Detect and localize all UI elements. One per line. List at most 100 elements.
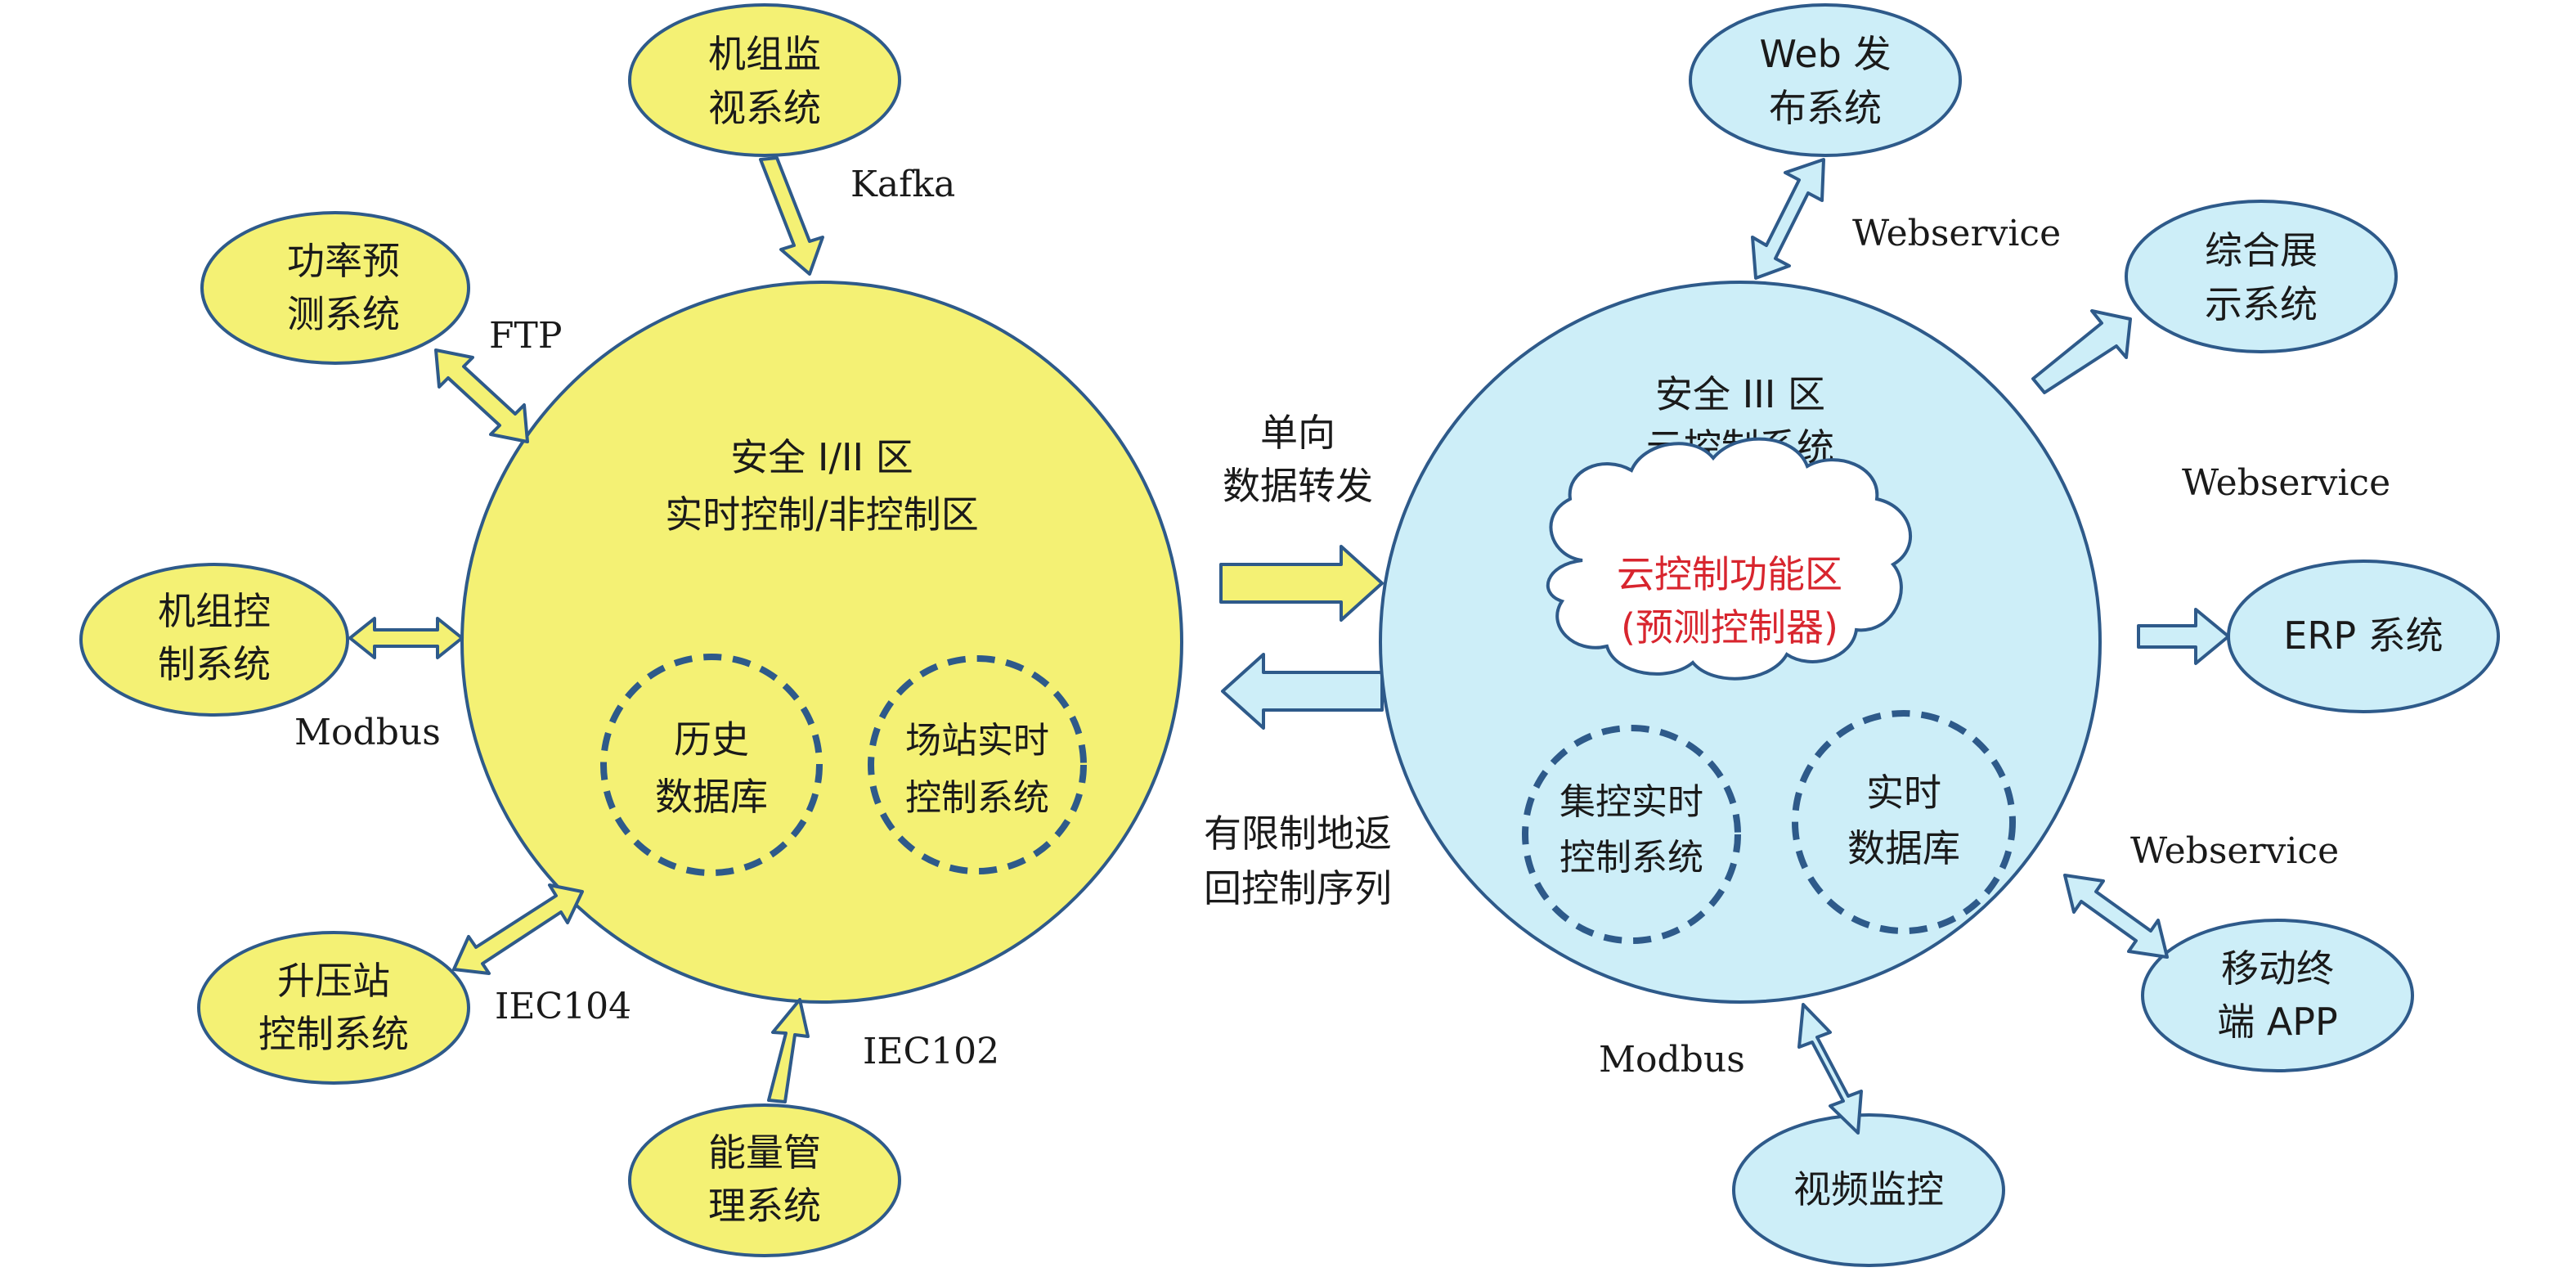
- node-mobile-app-label-1: 移动终: [2221, 946, 2334, 991]
- cloud-control-zone: 云控制功能区 (预测控制器): [1546, 437, 1913, 681]
- node-web-publish-label-1: Web 发: [1760, 32, 1892, 76]
- central-realtime-control-label-1: 集控实时: [1560, 781, 1703, 823]
- arrow-integrated-display: [2031, 309, 2132, 394]
- history-database-label-1: 历史: [674, 717, 749, 762]
- zone-safety-1-2: 安全 I/II 区 实时控制/非控制区 历史 数据库 场站实时 控制系统: [460, 281, 1183, 1004]
- node-integrated-display-ellipse: [2125, 200, 2398, 353]
- arrow-modbus-left: [348, 617, 464, 659]
- node-mobile-app-ellipse: [2141, 919, 2414, 1072]
- node-booster-station: 升压站 控制系统: [197, 931, 470, 1085]
- arrow-mobile-app-shape: [2063, 874, 2169, 959]
- node-integrated-display-label-2: 示系统: [2205, 282, 2318, 326]
- arrow-forward: [1219, 545, 1384, 622]
- node-video-monitor: 视频监控: [1732, 1113, 2005, 1267]
- node-unit-monitor-label-2: 视系统: [708, 86, 821, 130]
- node-mobile-app-label-2: 端 APP: [2217, 1000, 2338, 1044]
- zone-safety-3: 安全 III 区 云控制系统 云控制功能区 (预测控制器) 集控实时 控制系统 …: [1379, 281, 2102, 1004]
- zone-safety-1-2-subtitle: 实时控制/非控制区: [665, 492, 979, 537]
- node-energy-mgmt-label-2: 理系统: [708, 1184, 821, 1228]
- arrow-ftp-shape: [434, 348, 529, 443]
- arrow-iec102-shape: [767, 998, 810, 1103]
- arrow-kafka-shape: [759, 156, 824, 276]
- history-database: 历史 数据库: [600, 654, 823, 876]
- arrow-video-monitor: [1797, 1003, 1863, 1135]
- node-unit-monitor-ellipse: [628, 3, 901, 157]
- node-erp: ERP 系统: [2227, 560, 2500, 713]
- node-mobile-app: 移动终 端 APP: [2141, 919, 2414, 1072]
- arrow-iec102: [767, 998, 810, 1103]
- node-video-monitor-label: 视频监控: [1793, 1167, 1944, 1211]
- return-label-2: 回控制序列: [1204, 866, 1392, 910]
- history-database-label-2: 数据库: [655, 775, 768, 819]
- arrow-return-shape: [1221, 653, 1384, 730]
- station-realtime-control-label-2: 控制系统: [905, 777, 1049, 819]
- node-booster-station-label-1: 升压站: [277, 959, 390, 1003]
- zone-safety-1-2-circle: [460, 281, 1183, 1004]
- node-erp-label: ERP 系统: [2283, 614, 2443, 658]
- realtime-database: 实时 数据库: [1792, 710, 2016, 934]
- node-unit-monitor-label-1: 机组监: [708, 32, 821, 76]
- arrow-return: [1221, 653, 1384, 730]
- node-integrated-display: 综合展 示系统: [2125, 200, 2398, 353]
- zone-safety-3-title: 安全 III 区: [1655, 372, 1825, 416]
- arrow-modbus-left-shape: [348, 617, 464, 659]
- node-integrated-display-label-1: 综合展: [2205, 228, 2318, 272]
- arrow-video-monitor-shape: [1797, 1003, 1863, 1135]
- node-unit-control-ellipse: [79, 563, 349, 717]
- arrow-kafka: [759, 156, 824, 276]
- node-unit-control-label-1: 机组控: [158, 589, 271, 633]
- node-power-forecast-label-2: 测系统: [287, 292, 400, 336]
- realtime-database-label-2: 数据库: [1847, 826, 1960, 870]
- central-realtime-control: 集控实时 控制系统: [1522, 725, 1741, 944]
- station-realtime-control-circle: [868, 655, 1087, 874]
- node-unit-control: 机组控 制系统: [79, 563, 349, 717]
- history-database-circle: [600, 654, 823, 876]
- central-realtime-control-circle: [1522, 725, 1741, 944]
- arrow-ftp: [434, 348, 529, 443]
- node-energy-mgmt-ellipse: [628, 1103, 901, 1257]
- forward-label-1: 单向: [1260, 411, 1335, 455]
- protocol-webservice-mid: Webservice: [2182, 462, 2390, 504]
- arrow-erp-shape: [2137, 608, 2230, 665]
- node-booster-station-label-2: 控制系统: [258, 1012, 409, 1056]
- forward-label-2: 数据转发: [1223, 464, 1373, 508]
- protocol-kafka: Kafka: [850, 164, 955, 205]
- node-energy-mgmt-label-1: 能量管: [708, 1130, 821, 1175]
- realtime-database-label-1: 实时: [1866, 771, 1941, 815]
- node-energy-mgmt: 能量管 理系统: [628, 1103, 901, 1257]
- node-web-publish: Web 发 布系统: [1689, 3, 1962, 157]
- cloud-shape: [1546, 437, 1913, 681]
- central-realtime-control-label-2: 控制系统: [1560, 837, 1703, 879]
- arrow-web-publish: [1751, 158, 1825, 280]
- arrow-iec104-shape: [452, 883, 584, 975]
- station-realtime-control: 场站实时 控制系统: [868, 655, 1087, 874]
- arrow-web-publish-shape: [1751, 158, 1825, 280]
- protocol-modbus-right: Modbus: [1599, 1039, 1745, 1081]
- cloud-label-2: (预测控制器): [1621, 605, 1838, 649]
- protocol-iec102: IEC102: [863, 1031, 999, 1072]
- protocol-webservice-bottom: Webservice: [2130, 830, 2339, 872]
- node-power-forecast-ellipse: [200, 211, 470, 365]
- station-realtime-control-label-1: 场站实时: [905, 720, 1049, 762]
- return-label-1: 有限制地返: [1204, 811, 1392, 856]
- arrow-forward-shape: [1219, 545, 1384, 622]
- realtime-database-circle: [1792, 710, 2016, 934]
- arrow-mobile-app: [2063, 874, 2169, 959]
- node-web-publish-ellipse: [1689, 3, 1962, 157]
- protocol-modbus-left: Modbus: [294, 712, 441, 753]
- node-booster-station-ellipse: [197, 931, 470, 1085]
- node-web-publish-label-2: 布系统: [1769, 86, 1882, 130]
- node-unit-control-label-2: 制系统: [158, 642, 271, 686]
- protocol-webservice-top: Webservice: [1852, 213, 2061, 254]
- node-power-forecast: 功率预 测系统: [200, 211, 470, 365]
- cloud-label-1: 云控制功能区: [1617, 552, 1842, 596]
- protocol-iec104: IEC104: [495, 986, 631, 1027]
- node-unit-monitor: 机组监 视系统: [628, 3, 901, 157]
- protocol-ftp: FTP: [489, 315, 562, 357]
- arrow-erp: [2137, 608, 2230, 665]
- node-video-monitor-ellipse: [1732, 1113, 2005, 1267]
- arrow-iec104: [452, 883, 584, 975]
- zone-safety-1-2-title: 安全 I/II 区: [730, 435, 913, 479]
- node-power-forecast-label-1: 功率预: [287, 239, 400, 283]
